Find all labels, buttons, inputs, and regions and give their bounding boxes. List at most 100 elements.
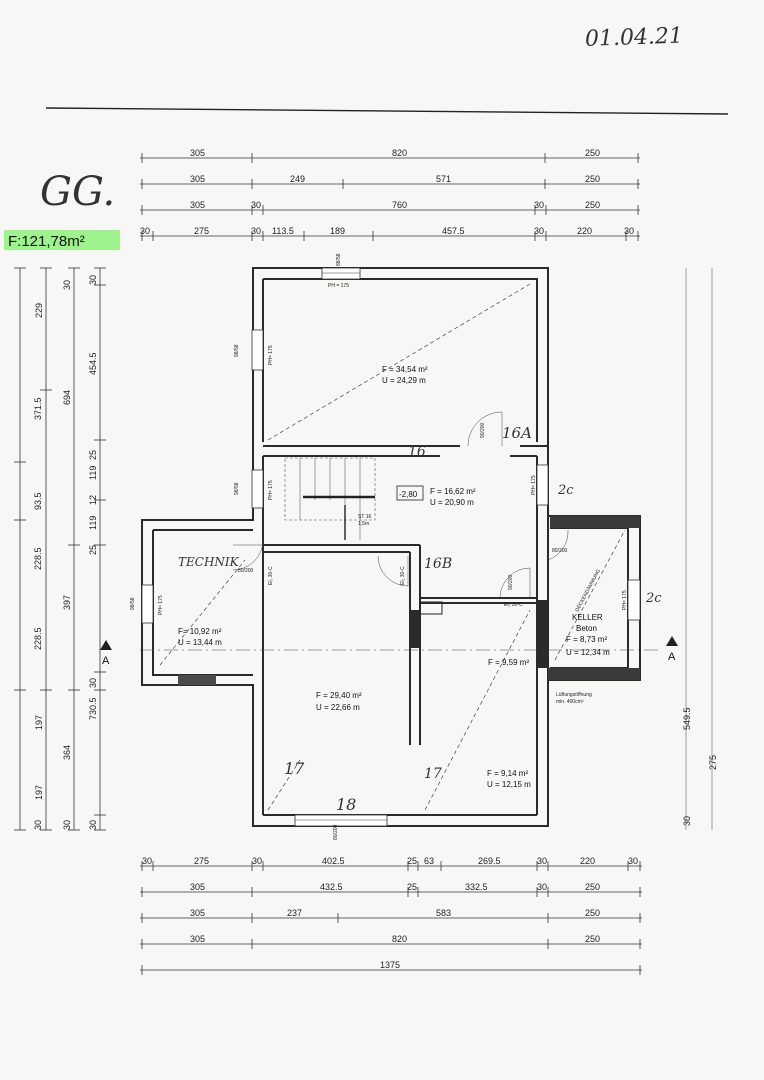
stair-label-2: 1,5m [358,521,369,527]
dim-left-5c: 30 [62,820,72,830]
dim-left-4g: 30 [88,678,98,688]
dim-bot-3a: 305 [190,908,205,918]
room1-perimeter: U = 24,29 m [382,376,426,385]
dim-bot-1a: 30 [142,856,152,866]
dim-bot-2f: 250 [585,882,600,892]
dim-top-4f: 457.5 [442,226,465,236]
room4-perimeter: U = 22,66 m [316,703,360,712]
door-keller: 80/200 [552,548,568,554]
stair-label: ST 16 [358,514,371,520]
dim-left-2a: 229 [34,303,44,318]
dim-top-4a: 30 [140,226,150,236]
dim-bot-4c: 250 [585,934,600,944]
dims-bottom: 30 275 30 402.5 25 63 269.5 30 220 30 30… [140,856,642,975]
dim-bot-1g: 269.5 [478,856,501,866]
ph-left-1: PH= 175 [268,345,274,365]
hw-2c: 2c [557,483,574,498]
dim-bot-2b: 432.5 [320,882,343,892]
room6-area: F = 9,14 m² [487,769,528,778]
keller-perimeter: U = 12,34 m [566,648,610,657]
dim-bot-1d: 402.5 [322,856,345,866]
dim-bot-2d: 332.5 [465,882,488,892]
hw-18: 18 [336,795,356,814]
dim-bot-2a: 305 [190,882,205,892]
area-highlight [4,230,120,250]
dim-left-5a: 30 [62,280,72,290]
dim-top-4b: 275 [194,226,209,236]
room1-area: F = 34,54 m² [382,365,428,374]
section-label-left: A [102,655,110,667]
dim-bot-3b: 237 [287,908,302,918]
keller-insulation: DECKENDÄMMUNG [574,568,602,613]
dim-left-3a: 694 [62,390,72,405]
room-labels: F = 34,54 m² U = 24,29 m -2,80 F = 16,62… [178,365,610,789]
technik-perimeter: U = 13,44 m [178,638,222,647]
dim-bot-1e: 25 [407,856,417,866]
dim-right-2a: 275 [708,755,718,770]
door-center: 90/200 [508,574,514,590]
win-top: 88/58 [336,253,342,266]
dim-top-4h: 220 [577,226,592,236]
dim-bot-2c: 25 [407,882,417,892]
dim-top-2d: 250 [585,174,600,184]
dim-bot-4a: 305 [190,934,205,944]
dim-left-4b: 119 [88,466,98,480]
hw-16a: 16A [502,424,532,442]
header-rule [45,107,729,115]
dim-bot-3c: 583 [436,908,451,918]
handwritten-numbers: 16A 16 16B 2c 2c 17 17 18 [284,424,662,814]
tech-annotations: PH = 175 88/58 98/58 PH= 175 98/58 PH= 1… [130,253,628,840]
dim-top-3a: 305 [190,200,205,210]
dim-left-1c: 228.5 [33,547,43,570]
dim-bot-2e: 30 [537,882,547,892]
hw-17b: 17 [424,766,442,782]
dim-bot-3d: 250 [585,908,600,918]
ph-left-2: PH= 175 [268,480,274,500]
total-area: F:121,78m² [8,233,85,250]
dim-top-1b: 820 [392,148,407,158]
dim-top-1c: 250 [585,148,600,158]
hw-16b: 16B [424,556,452,572]
dim-top-4g: 30 [534,226,544,236]
plan-diagonals [140,283,660,811]
dim-top-2c: 571 [436,174,451,184]
dim-top-3c: 760 [392,200,407,210]
win-left-3: 98/58 [130,597,136,610]
stair [284,457,376,540]
room2-perimeter: U = 20,90 m [430,498,474,507]
dim-left-1a: 371.5 [33,397,43,420]
section-markers: A A [100,636,678,667]
dim-bot-1h: 30 [537,856,547,866]
door-code-center: El₂ 30-C [504,602,523,608]
door-bottom: 80/200 [333,824,339,840]
dim-bot-4b: 820 [392,934,407,944]
room2-level: -2,80 [399,490,418,499]
room5-area: F = 9,59 m² [488,658,529,667]
dim-left-3b: 397 [62,595,72,610]
dim-top-2b: 249 [290,174,305,184]
dim-bot-1c: 30 [252,856,262,866]
hw-17: 17 [284,759,305,778]
dims-left: 371.5 93.5 228.5 228.5 229 197 197 694 3… [14,267,106,831]
dim-top-3e: 250 [585,200,600,210]
section-label-right: A [668,651,676,663]
dim-bot-1i: 220 [580,856,595,866]
technik-label: TECHNIK [178,555,240,569]
room6-perimeter: U = 12,15 m [487,780,531,789]
ph-top: PH = 175 [328,283,349,289]
technik-area: F= 10,92 m² [178,627,222,636]
dims-top: 305 820 250 305 249 571 250 305 30 760 3… [140,148,640,241]
dim-bot-5a: 1375 [380,960,400,970]
hw-16: 16 [408,444,426,460]
dim-top-3b: 30 [251,200,261,210]
dim-top-4d: 113.5 [272,226,294,236]
dim-left-2b: 197 [34,715,44,730]
dim-top-1a: 305 [190,148,205,158]
ph-right-2: PH= 175 [622,590,628,610]
keller-label: KELLER [572,613,603,622]
dim-left-4a: 454.5 [88,352,98,375]
dim-top-4c: 30 [251,226,261,236]
door-technik: 80/200 [238,568,254,574]
dim-bot-1f: 63 [424,856,434,866]
dim-left-5d: 30 [33,820,43,830]
